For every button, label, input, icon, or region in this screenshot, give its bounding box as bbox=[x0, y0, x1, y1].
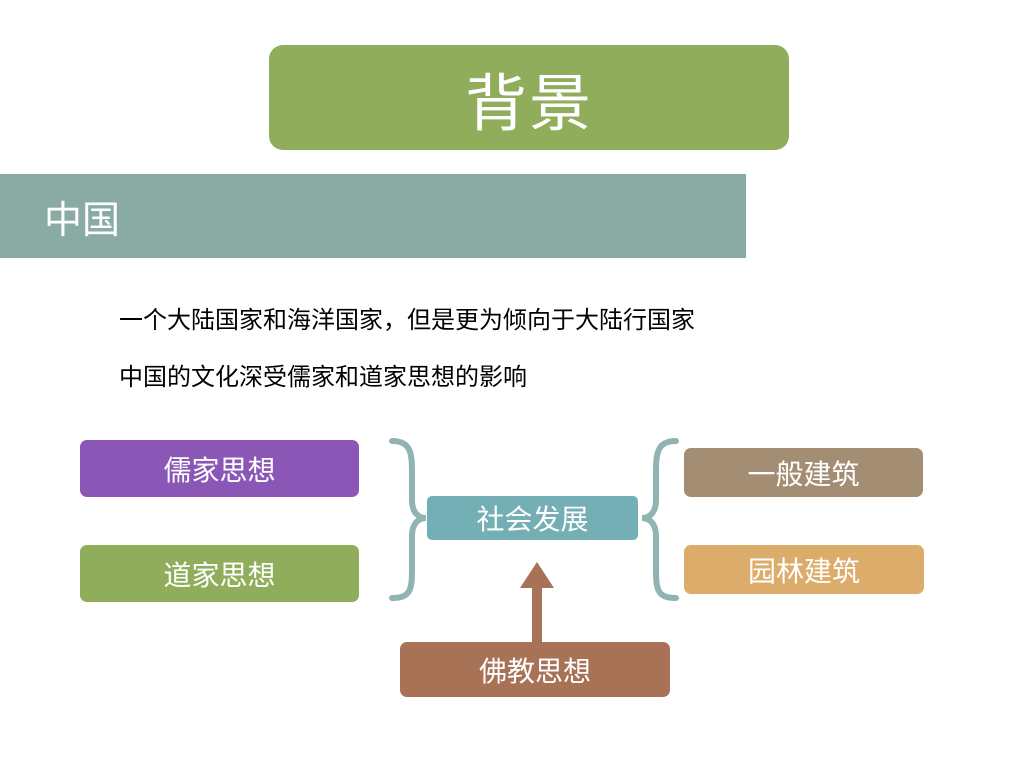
buddhist-label: 佛教思想 bbox=[478, 654, 591, 688]
text-line-1: 一个大陆国家和海洋国家，但是更为倾向于大陆行国家 bbox=[119, 306, 695, 334]
general-architecture-box: 一般建筑 bbox=[684, 448, 923, 497]
buddhist-box: 佛教思想 bbox=[400, 642, 670, 697]
society-label: 社会发展 bbox=[476, 503, 589, 536]
garden-architecture-box: 园林建筑 bbox=[684, 545, 924, 594]
section-title: 中国 bbox=[44, 197, 121, 242]
taoist-label: 道家思想 bbox=[163, 558, 276, 592]
arrow-shaft bbox=[532, 585, 542, 643]
confucian-label: 儒家思想 bbox=[163, 453, 276, 487]
section-banner: 中国 bbox=[0, 174, 746, 258]
society-box: 社会发展 bbox=[427, 496, 638, 540]
slide-title: 背景 bbox=[464, 66, 593, 140]
text-line-2: 中国的文化深受儒家和道家思想的影响 bbox=[119, 363, 527, 391]
right-brace bbox=[641, 438, 679, 601]
arrow-head bbox=[520, 562, 554, 588]
confucian-box: 儒家思想 bbox=[80, 440, 359, 497]
title-banner: 背景 bbox=[269, 45, 789, 150]
garden-architecture-label: 园林建筑 bbox=[747, 554, 860, 588]
taoist-box: 道家思想 bbox=[80, 545, 359, 602]
left-brace bbox=[389, 438, 427, 601]
general-architecture-label: 一般建筑 bbox=[747, 457, 860, 491]
